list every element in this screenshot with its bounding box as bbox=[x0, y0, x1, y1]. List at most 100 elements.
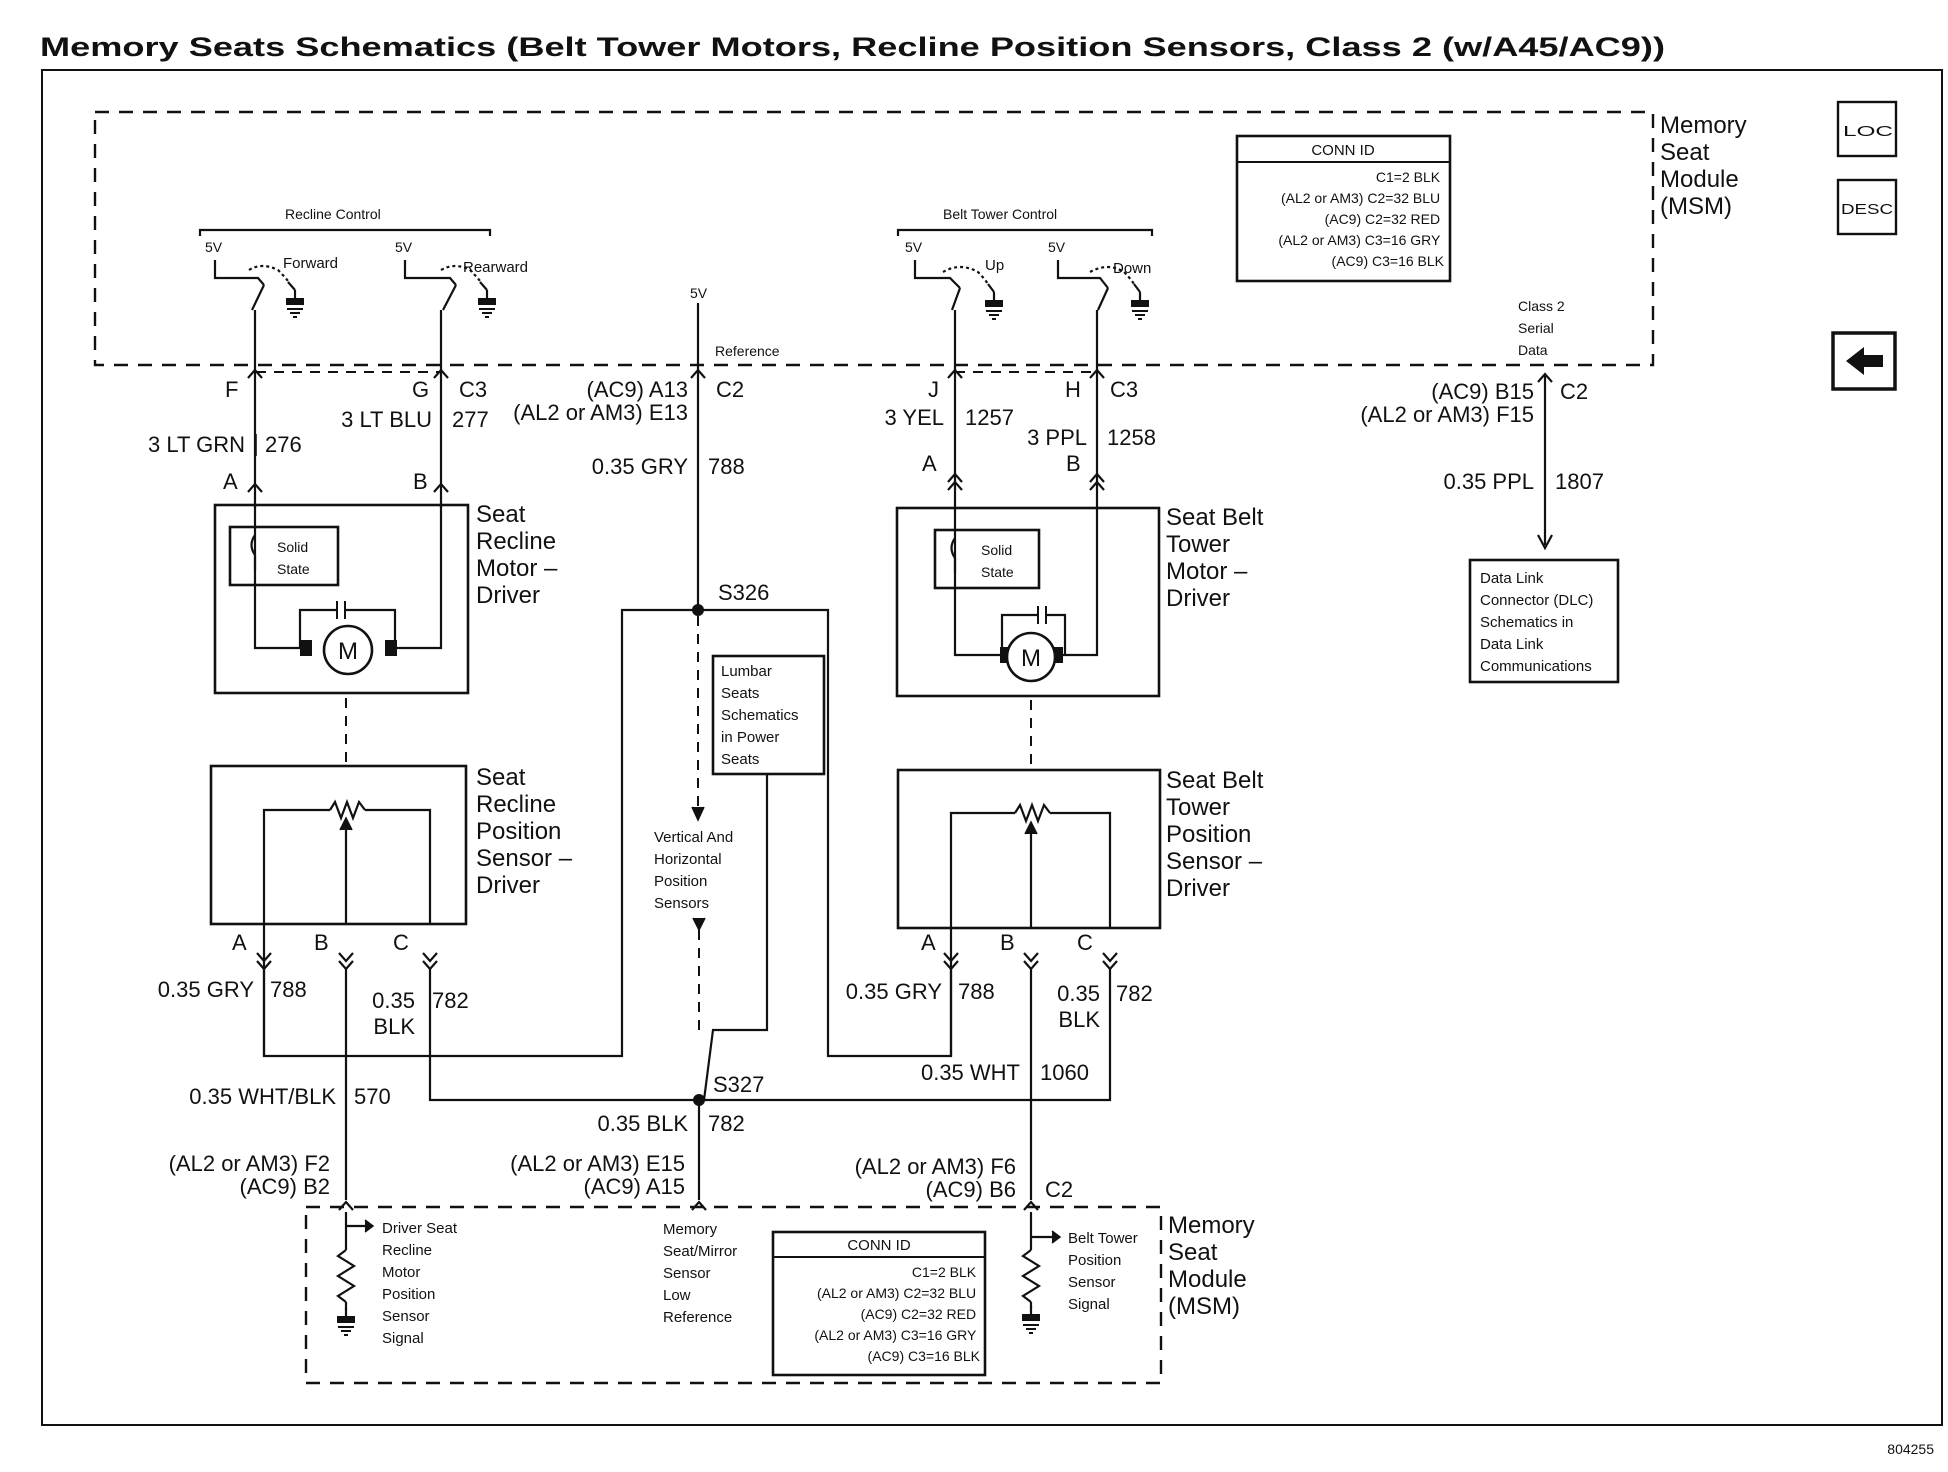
wire-1060: 0.35 WHT 1060 bbox=[921, 1060, 1089, 1085]
conn-id-table-bottom: CONN ID C1=2 BLK (AL2 or AM3) C2=32 BLU … bbox=[771, 1230, 987, 1377]
svg-text:3 PPL: 3 PPL bbox=[1027, 425, 1087, 450]
pin-g: G bbox=[412, 377, 429, 402]
wire-788-left: 0.35 GRY 788 bbox=[158, 977, 307, 1002]
svg-text:1060: 1060 bbox=[1040, 1060, 1089, 1085]
outer-frame bbox=[41, 69, 1943, 1426]
lumbar-seats-reference: Lumbar Seats Schematics in Power Seats bbox=[711, 654, 826, 776]
pin-f2: (AL2 or AM3) F2 bbox=[169, 1151, 330, 1176]
class2-label: Class 2 Serial Data bbox=[1518, 298, 1569, 358]
back-button[interactable] bbox=[1831, 331, 1897, 391]
svg-text:CONN ID: CONN ID bbox=[1311, 142, 1375, 159]
wire-782-left: 0.35 BLK 782 bbox=[372, 988, 469, 1039]
wire-782-right: 0.35 BLK 782 bbox=[1057, 981, 1153, 1032]
pin-b2: (AC9) B2 bbox=[240, 1174, 330, 1199]
desc-button[interactable]: DESC bbox=[1836, 178, 1898, 236]
pin-b15: (AC9) B15 bbox=[1431, 379, 1534, 404]
svg-text:State: State bbox=[981, 564, 1014, 580]
connector-c2-right: C2 bbox=[1560, 379, 1588, 404]
seat-belt-tower-motor: Solid State M bbox=[895, 506, 1161, 698]
recline-sensor-name: Seat Recline Position Sensor – Driver bbox=[476, 764, 579, 899]
svg-text:5V: 5V bbox=[205, 239, 223, 255]
svg-text:0.35 GRY: 0.35 GRY bbox=[846, 979, 943, 1004]
pin-e13: (AL2 or AM3) E13 bbox=[513, 400, 688, 425]
loc-label: LOC bbox=[1843, 123, 1893, 140]
belt-signal-label: Belt Tower Position Sensor Signal bbox=[1068, 1230, 1142, 1313]
svg-text:C: C bbox=[1077, 930, 1093, 955]
belt-tower-control-label: Belt Tower Control bbox=[943, 206, 1057, 222]
svg-text:3 LT BLU: 3 LT BLU bbox=[341, 407, 432, 432]
svg-text:1258: 1258 bbox=[1107, 425, 1156, 450]
conn-id-table-top: CONN ID C1=2 BLK (AL2 or AM3) C2=32 BLU … bbox=[1235, 134, 1452, 283]
svg-text:0.35 GRY: 0.35 GRY bbox=[158, 977, 255, 1002]
svg-text:A: A bbox=[232, 930, 247, 955]
svg-text:C1=2 BLK (AL2 or AM3) C2: C1=2 BLK (AL2 or AM3) C2=32 BLU (AC9) C2… bbox=[814, 1264, 980, 1364]
svg-text:BLK: BLK bbox=[373, 1014, 415, 1039]
svg-text:782: 782 bbox=[432, 988, 469, 1013]
svg-text:5V: 5V bbox=[905, 239, 923, 255]
loc-button[interactable]: LOC bbox=[1836, 100, 1898, 158]
wire-1807: 0.35 PPL 1807 bbox=[1443, 469, 1603, 494]
seat-belt-tower-position-sensor bbox=[896, 768, 1162, 930]
pin-j: J bbox=[928, 377, 939, 402]
recline-motor-name: Seat Recline Motor – Driver bbox=[476, 501, 564, 609]
svg-text:Solid: Solid bbox=[277, 539, 308, 555]
svg-text:Data Link Connector (DLC: Data Link Connector (DLC) Schematics in … bbox=[1480, 570, 1598, 675]
pin-a15: (AC9) A15 bbox=[584, 1174, 686, 1199]
svg-text:B: B bbox=[1066, 451, 1081, 476]
vertical-horizontal-sensors-ref: Vertical And Horizontal Position Sensors bbox=[654, 829, 737, 912]
svg-text:782: 782 bbox=[708, 1111, 745, 1136]
reference-supply: 5V Reference bbox=[690, 285, 780, 360]
svg-text:5V: 5V bbox=[395, 239, 413, 255]
back-arrow-icon bbox=[1846, 347, 1883, 375]
svg-text:0.35 WHT: 0.35 WHT bbox=[921, 1060, 1020, 1085]
wire-1257: 3 YEL 1257 bbox=[884, 405, 1014, 430]
svg-text:C1=2 BLK (AL2 or AM3) C2: C1=2 BLK (AL2 or AM3) C2=32 BLU (AC9) C2… bbox=[1278, 169, 1444, 269]
seat-recline-position-sensor bbox=[209, 764, 468, 926]
svg-text:B: B bbox=[1000, 930, 1015, 955]
svg-text:5V: 5V bbox=[1048, 239, 1066, 255]
msm-top-label: Memory Seat Module (MSM) bbox=[1660, 112, 1753, 220]
pin-f: F bbox=[225, 377, 238, 402]
pin-e15: (AL2 or AM3) E15 bbox=[510, 1151, 685, 1176]
svg-text:0.35: 0.35 bbox=[372, 988, 415, 1013]
svg-text:State: State bbox=[277, 561, 310, 577]
msm-bottom-label: Memory Seat Module (MSM) bbox=[1168, 1212, 1261, 1320]
svg-text:A: A bbox=[922, 451, 937, 476]
svg-text:C: C bbox=[393, 930, 409, 955]
recline-signal-input bbox=[335, 1212, 375, 1337]
wire-277: 3 LT BLU 277 bbox=[341, 407, 489, 432]
desc-label: DESC bbox=[1841, 201, 1893, 218]
pin-f6: (AL2 or AM3) F6 bbox=[855, 1154, 1016, 1179]
svg-text:3 LT GRN: 3 LT GRN bbox=[148, 432, 245, 457]
connector-c3-right: C3 bbox=[1110, 377, 1138, 402]
pin-a13: (AC9) A13 bbox=[587, 377, 689, 402]
connector-c2-top: C2 bbox=[716, 377, 744, 402]
svg-text:Lumbar Seats Schem: Lumbar Seats Schematics in Power Seats bbox=[721, 663, 803, 768]
svg-text:277: 277 bbox=[452, 407, 489, 432]
svg-text:782: 782 bbox=[1116, 981, 1153, 1006]
svg-text:276: 276 bbox=[265, 432, 302, 457]
belt-tower-control-group: Belt Tower Control 5V Up 5V Down bbox=[896, 206, 1154, 321]
wire-1258: 3 PPL 1258 bbox=[1027, 425, 1156, 450]
svg-text:5V: 5V bbox=[690, 285, 708, 301]
belt-motor-name: Seat Belt Tower Motor – Driver bbox=[1166, 504, 1270, 612]
pin-b6: (AC9) B6 bbox=[926, 1177, 1016, 1202]
svg-text:S327: S327 bbox=[713, 1072, 764, 1097]
pin-h: H bbox=[1065, 377, 1081, 402]
connector-c2-bottom: C2 bbox=[1045, 1177, 1073, 1202]
svg-text:788: 788 bbox=[270, 977, 307, 1002]
recline-motor-symbol: M bbox=[338, 638, 358, 665]
svg-text:570: 570 bbox=[354, 1084, 391, 1109]
forward-switch-label: Forward bbox=[283, 255, 338, 272]
svg-text:A: A bbox=[223, 469, 238, 494]
svg-text:Solid: Solid bbox=[981, 542, 1012, 558]
belt-motor-symbol: M bbox=[1021, 645, 1041, 672]
up-switch-label: Up bbox=[985, 257, 1004, 274]
recline-control-label: Recline Control bbox=[285, 206, 381, 222]
pin-f15: (AL2 or AM3) F15 bbox=[1360, 402, 1534, 427]
connector-c3-left: C3 bbox=[459, 377, 487, 402]
down-switch-label: Down bbox=[1113, 260, 1151, 277]
reference-label: Reference bbox=[715, 343, 780, 359]
svg-text:A: A bbox=[921, 930, 936, 955]
